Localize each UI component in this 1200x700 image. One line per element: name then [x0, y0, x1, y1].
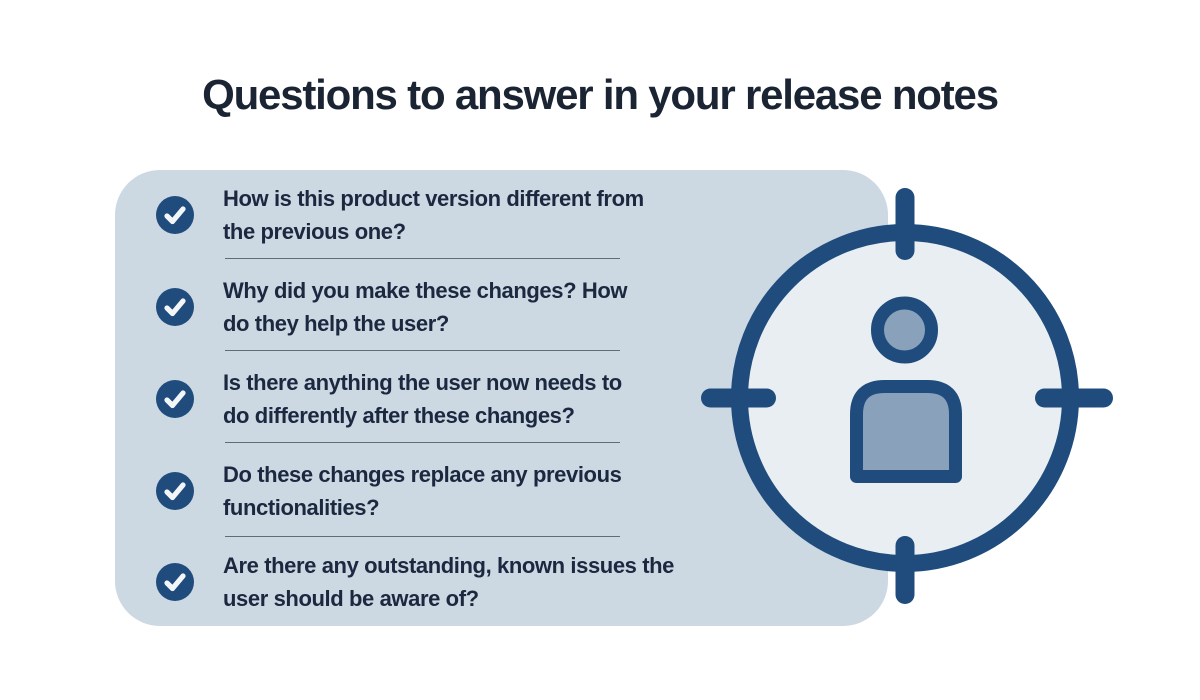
checklist-item: Are there any outstanding, known issues …	[156, 547, 856, 615]
check-icon	[156, 196, 194, 234]
person-icon	[850, 296, 962, 483]
checklist-item-text: How is this product version different fr…	[223, 186, 644, 244]
target-crosshair-icon	[701, 188, 1113, 604]
checklist-item-text: Do these changes replace any previous fu…	[223, 462, 622, 520]
check-icon	[156, 288, 194, 326]
checklist-item-text: Is there anything the user now needs to …	[223, 370, 622, 428]
divider	[225, 258, 620, 259]
check-icon	[156, 472, 194, 510]
divider	[225, 350, 620, 351]
checklist-item: Do these changes replace any previous fu…	[156, 456, 856, 524]
divider	[225, 442, 620, 443]
checklist-item-text: Are there any outstanding, known issues …	[223, 553, 674, 611]
check-icon	[156, 380, 194, 418]
check-icon	[156, 563, 194, 601]
checklist-item: How is this product version different fr…	[156, 180, 856, 248]
checklist-item: Is there anything the user now needs to …	[156, 364, 856, 432]
divider	[225, 536, 620, 537]
checklist-item-text: Why did you make these changes? How do t…	[223, 278, 628, 336]
infographic-title: Questions to answer in your release note…	[202, 71, 999, 118]
checklist-item: Why did you make these changes? How do t…	[156, 272, 856, 340]
